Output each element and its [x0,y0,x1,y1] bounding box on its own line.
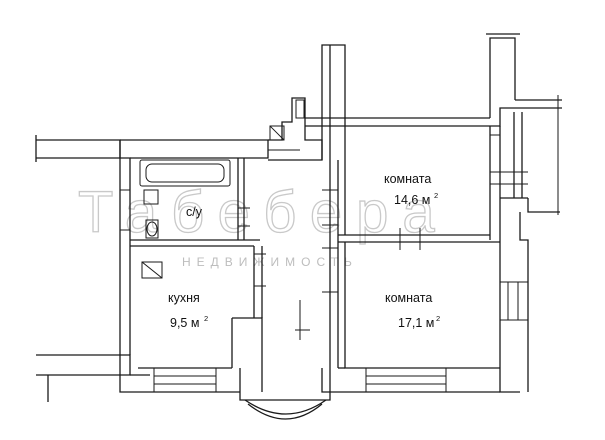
room-1-area: 14,6 м [394,193,430,207]
bathtub [139,159,231,187]
ducts [268,99,305,151]
room-labels: комната 14,6 м 2 комната 17,1 м 2 кухня … [168,172,440,330]
bathroom-name: с/у [186,205,203,219]
kitchen-area: 9,5 м [170,316,199,330]
bathroom-fixtures [139,159,231,239]
doors [238,189,421,420]
washbasin [143,189,159,205]
room-2-area: 17,1 м [398,316,434,330]
room-2-name: комната [385,291,432,305]
room-2-area-sup: 2 [436,314,440,323]
kitchen-sink [141,261,163,279]
room-1-name: комната [384,172,431,186]
room-1-area-sup: 2 [434,191,438,200]
kitchen-name: кухня [168,291,200,305]
kitchen-fixtures [141,261,163,279]
outer-walls [35,33,562,402]
watermark-subtitle: НЕДВИЖИМОСТЬ [182,255,358,269]
toilet [145,219,159,239]
kitchen-area-sup: 2 [204,314,208,323]
watermark: Табебера НЕДВИЖИМОСТЬ [77,179,435,269]
windows [120,95,559,392]
